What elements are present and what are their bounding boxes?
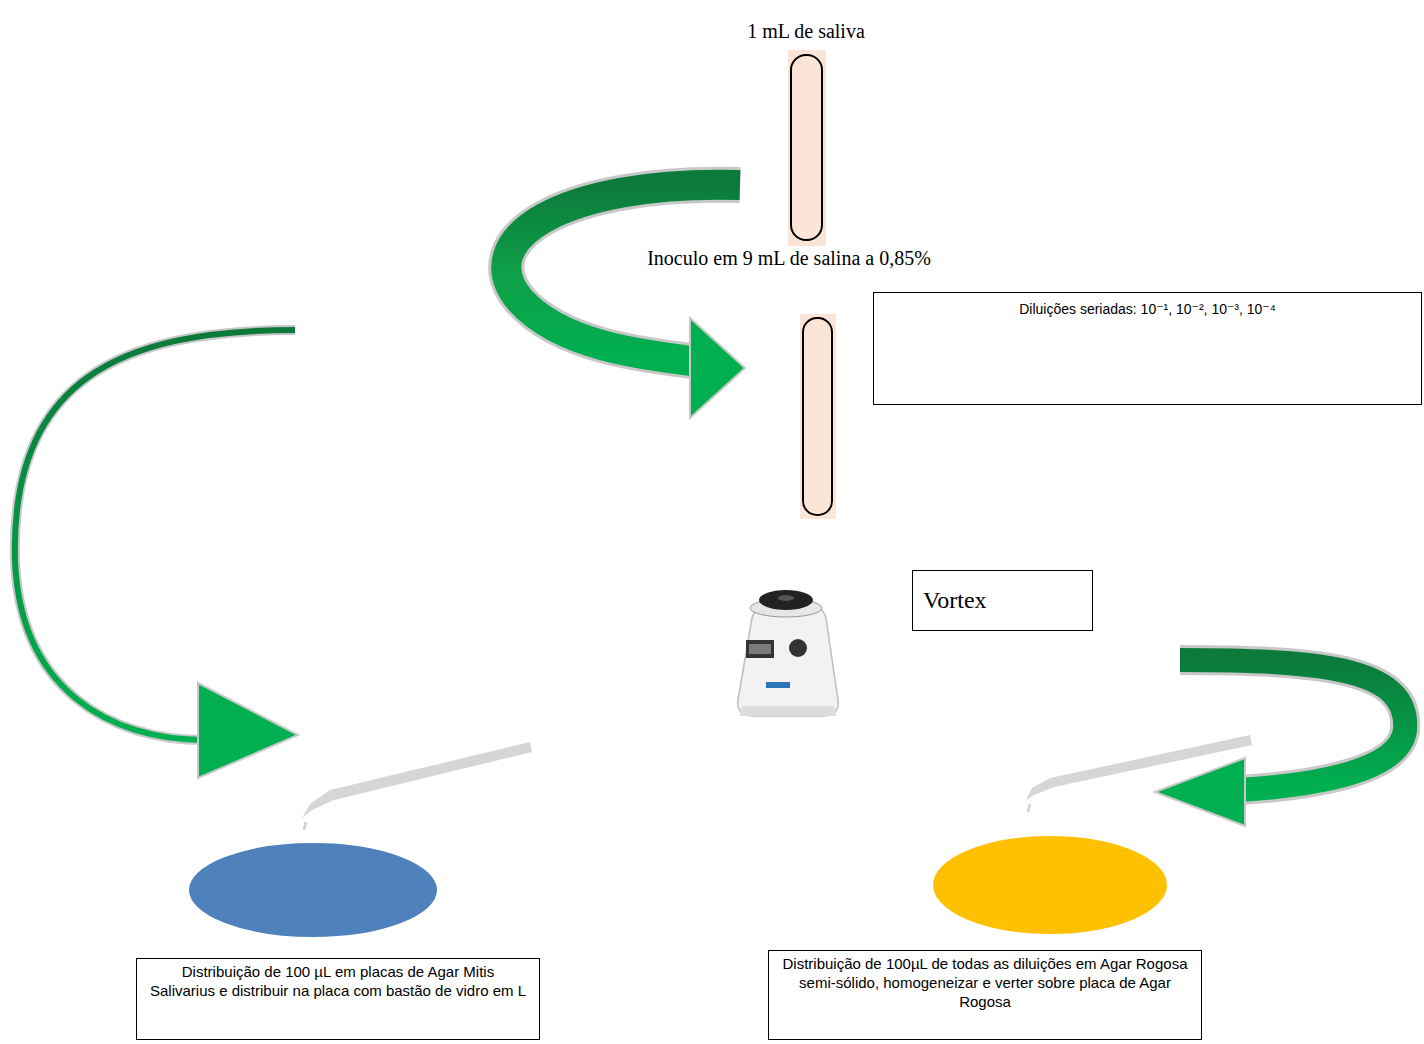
pipette xyxy=(302,742,532,830)
petri-dish xyxy=(188,842,438,938)
tube-label: Inoculo em 9 mL de salina a 0,85% xyxy=(645,247,933,270)
vortex-label: Vortex xyxy=(923,585,1082,615)
dilution-text: Diluições seriadas: 10⁻¹, 10⁻², 10⁻³, 10… xyxy=(884,301,1411,319)
procedure-text: Distribuição de 100µL de todas as diluiç… xyxy=(781,955,1189,1011)
procedure-box: Distribuição de 100µL de todas as diluiç… xyxy=(768,950,1202,1040)
test-tube xyxy=(788,50,826,246)
procedure-box: Distribuição de 100 µL em placas de Agar… xyxy=(136,958,540,1040)
test-tube xyxy=(800,314,836,519)
procedure-text: Distribuição de 100 µL em placas de Agar… xyxy=(149,963,527,1001)
petri-dish xyxy=(932,835,1168,935)
dilution-box: Diluições seriadas: 10⁻¹, 10⁻², 10⁻³, 10… xyxy=(873,292,1422,405)
curved-arrow xyxy=(506,185,745,418)
pipette xyxy=(1026,735,1252,812)
curved-arrow xyxy=(1155,660,1405,826)
curved-arrow xyxy=(15,330,298,778)
vortex-box: Vortex xyxy=(912,570,1093,631)
vortex-mixer xyxy=(738,590,838,716)
tube-label: 1 mL de saliva xyxy=(745,20,867,43)
